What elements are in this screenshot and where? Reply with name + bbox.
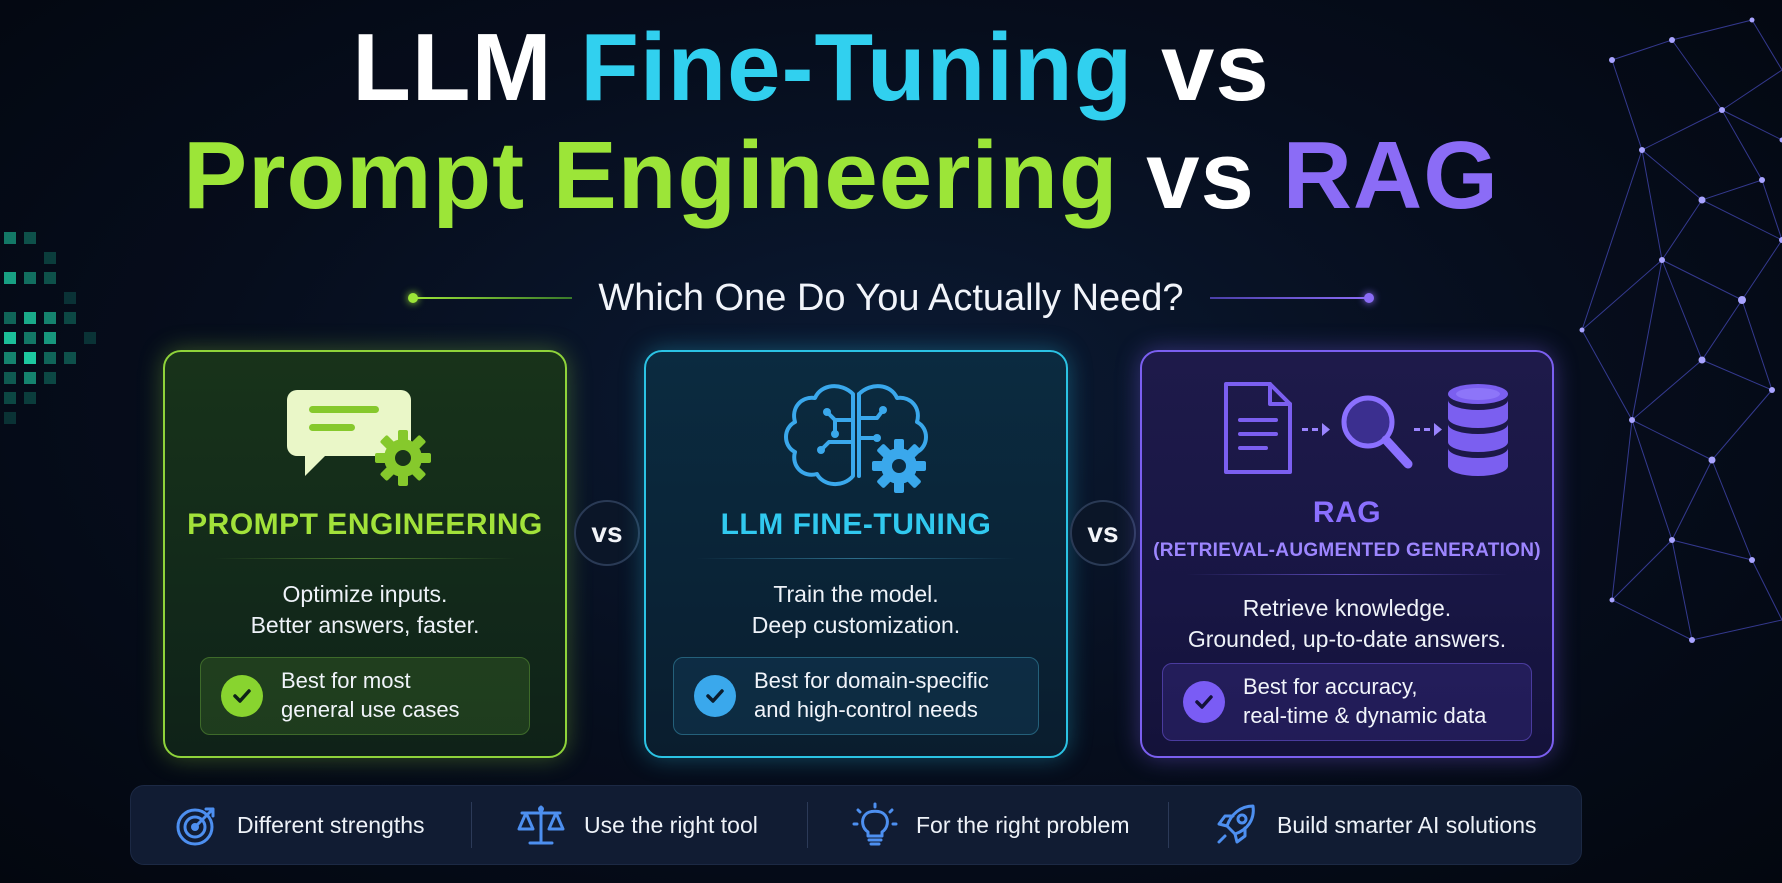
bottom-bar-item: For the right problem (808, 786, 1168, 864)
title-line-1: LLM Fine-Tuning vs (0, 14, 1782, 122)
bottom-bar-label: For the right problem (916, 811, 1130, 838)
card-description: Optimize inputs. Better answers, faster. (165, 579, 565, 641)
title-vs-1: vs (1160, 14, 1270, 121)
bottom-bar-separator (807, 802, 808, 848)
card-heading: PROMPT ENGINEERING (187, 508, 543, 541)
card-description: Retrieve knowledge. Grounded, up-to-date… (1142, 593, 1552, 655)
document-search-database-icon (1142, 374, 1552, 484)
best-for-line: and high-control needs (754, 697, 978, 722)
card-subheading: (RETRIEVAL-AUGMENTED GENERATION) (1153, 540, 1541, 561)
card-desc-line: Retrieve knowledge. (1242, 595, 1452, 621)
bottom-bar-item: Use the right tool (472, 786, 807, 864)
best-for-line: Best for domain-specific (754, 668, 989, 694)
card-desc-line: Train the model. (773, 581, 939, 607)
card-desc-line: Grounded, up-to-date answers. (1187, 626, 1507, 653)
best-for-line: general use cases (281, 697, 460, 722)
rocket-icon (1217, 804, 1255, 844)
target-icon (176, 807, 215, 846)
card-desc-line: Better answers, faster. (250, 612, 480, 639)
card-desc-line: Deep customization. (751, 612, 961, 639)
check-icon (1183, 681, 1225, 723)
chat-gear-icon (165, 384, 565, 494)
title-fine-tuning: Fine-Tuning (580, 14, 1134, 121)
title-llm: LLM (352, 14, 553, 121)
card-divider (1187, 574, 1507, 575)
bottom-bar-separator (1168, 802, 1169, 848)
best-for-text: Best for domain-specific and high-contro… (754, 667, 989, 724)
card-desc-line: Optimize inputs. (282, 581, 448, 607)
pixel-grid-decoration (4, 232, 96, 424)
subtitle-row: Which One Do You Actually Need? (0, 272, 1782, 324)
best-for-text: Best for most general use cases (281, 667, 460, 724)
vs-badge: vs (1070, 500, 1136, 566)
best-for-line: Best for most (281, 668, 411, 694)
card-description: Train the model. Deep customization. (646, 579, 1066, 641)
title-prompt-engineering: Prompt Engineering (183, 121, 1119, 229)
title-rag: RAG (1282, 121, 1499, 229)
lightbulb-icon (852, 802, 898, 846)
vs-badge: vs (574, 500, 640, 566)
bottom-bar-item: Different strengths (131, 786, 471, 864)
card-rag: RAG (RETRIEVAL-AUGMENTED GENERATION) Ret… (1140, 350, 1554, 758)
card-divider (215, 558, 515, 559)
best-for-box: Best for domain-specific and high-contro… (673, 657, 1039, 735)
card-prompt-engineering: PROMPT ENGINEERING Optimize inputs. Bett… (163, 350, 567, 758)
best-for-line: real-time & dynamic data (1243, 703, 1487, 728)
card-heading: RAG (1312, 496, 1382, 529)
title-line-2: Prompt Engineering vs RAG (0, 122, 1782, 230)
bottom-bar-label: Use the right tool (584, 811, 758, 838)
best-for-text: Best for accuracy, real-time & dynamic d… (1243, 673, 1486, 730)
check-icon (694, 675, 736, 717)
bottom-bar: Different strengths Use the right tool F… (130, 785, 1582, 865)
card-heading: LLM FINE-TUNING (720, 508, 992, 541)
title-vs-2: vs (1146, 121, 1255, 229)
bottom-bar-label: Different strengths (237, 811, 425, 838)
best-for-line: Best for accuracy, (1243, 674, 1418, 700)
bottom-bar-separator (471, 802, 472, 848)
check-icon (221, 675, 263, 717)
bottom-bar-label: Build smarter AI solutions (1277, 811, 1537, 838)
card-llm-fine-tuning: LLM FINE-TUNING Train the model. Deep cu… (644, 350, 1068, 758)
subtitle-line-right (1209, 293, 1374, 303)
page-title: LLM Fine-Tuning vs Prompt Engineering vs… (0, 14, 1782, 229)
subtitle: Which One Do You Actually Need? (598, 276, 1184, 319)
card-divider (696, 558, 1016, 559)
best-for-box: Best for most general use cases (200, 657, 530, 735)
bottom-bar-item: Build smarter AI solutions (1169, 786, 1579, 864)
brain-gear-icon (646, 380, 1066, 500)
scales-icon (517, 805, 565, 845)
best-for-box: Best for accuracy, real-time & dynamic d… (1162, 663, 1532, 741)
network-decoration (1579, 17, 1782, 643)
subtitle-line-left (408, 293, 573, 303)
